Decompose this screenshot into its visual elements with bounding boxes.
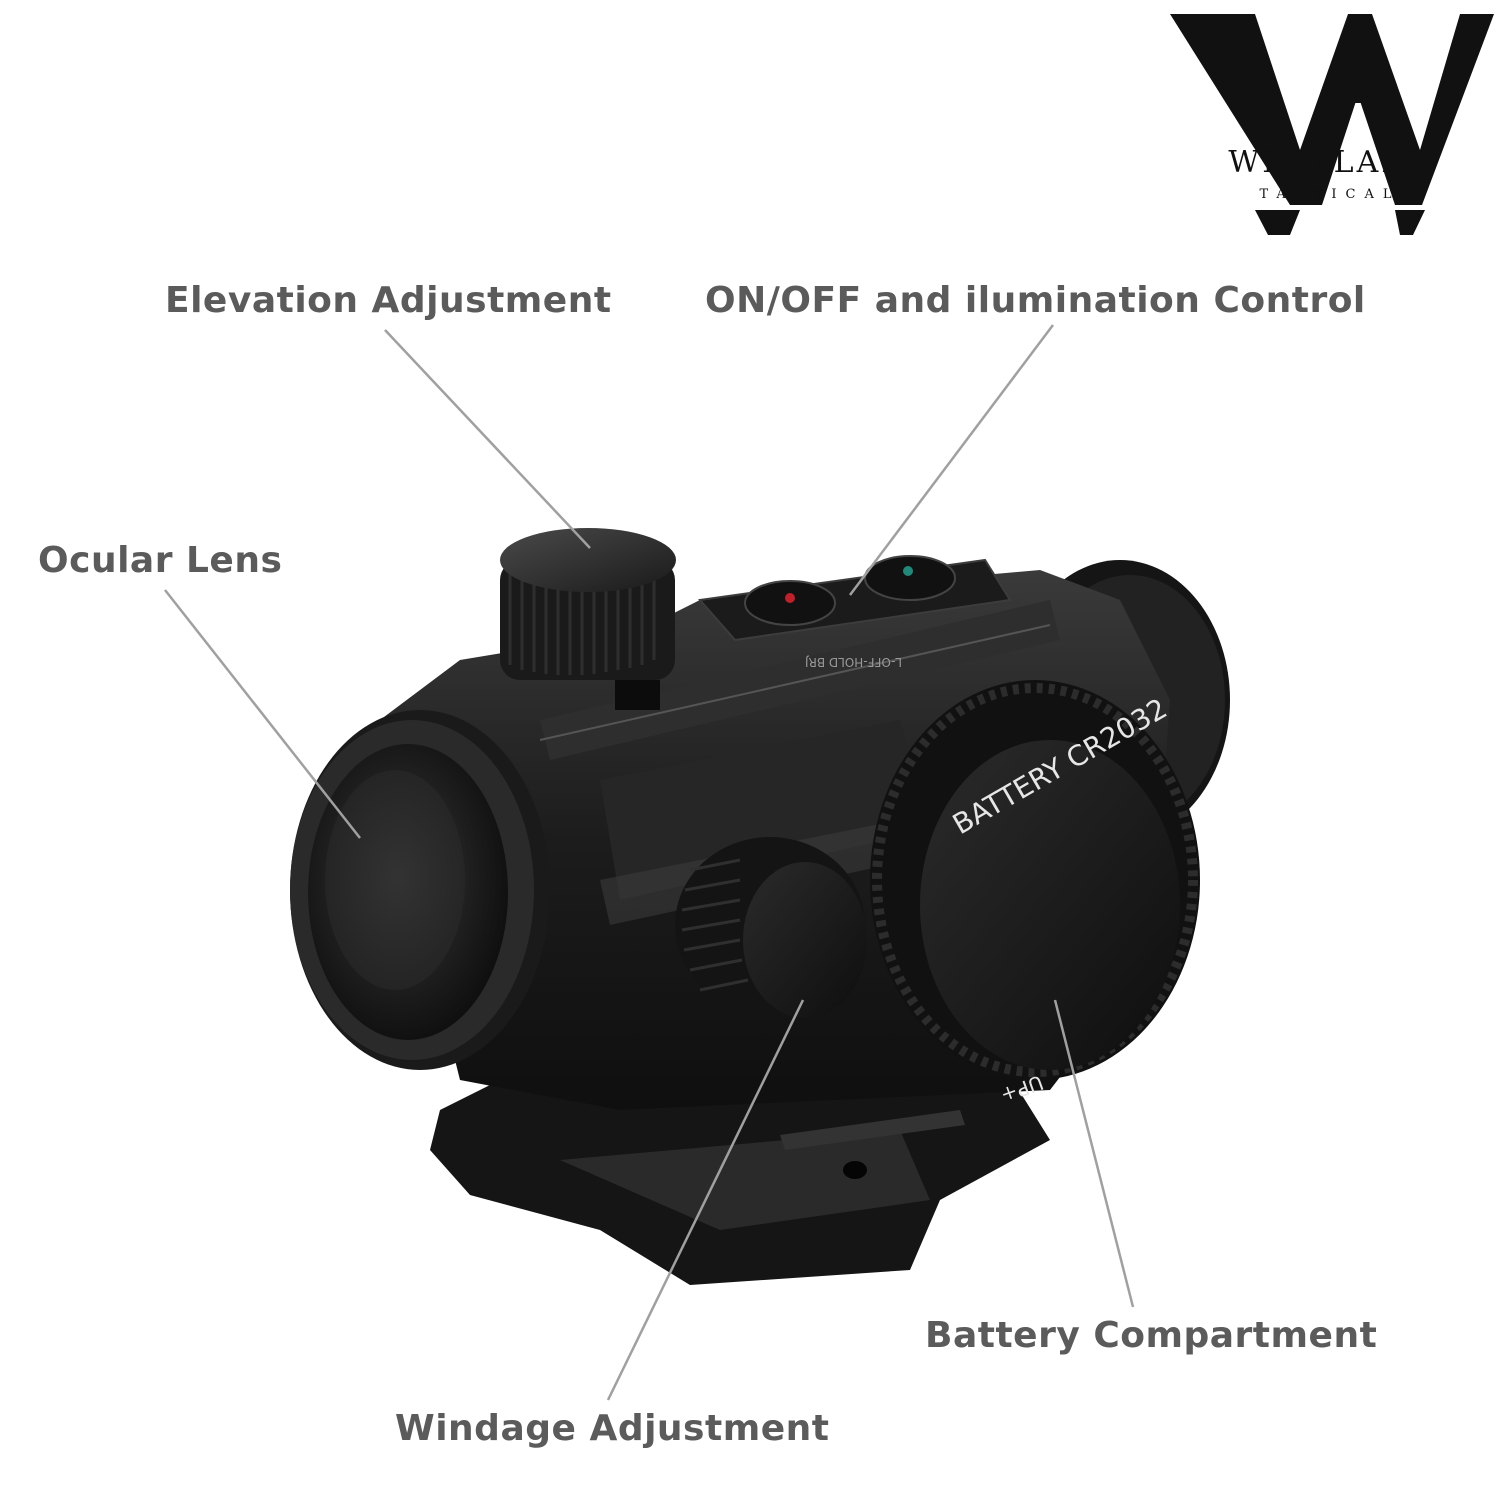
elevation-adjustment-label: Elevation Adjustment	[165, 280, 612, 321]
brand-tagline: TACTICAL	[1259, 187, 1400, 202]
logo-w-mark	[1170, 14, 1494, 205]
windage-leader-line	[606, 999, 805, 1401]
brand-name: WESTLAKE	[1228, 145, 1431, 180]
elevation-knob	[500, 528, 676, 710]
windage-knob	[675, 837, 867, 1018]
westlake-logo: WESTLAKE TACTICAL	[1170, 14, 1494, 235]
ocular-leader-line	[164, 589, 361, 839]
switch-engraving: L-OFF-HOLD BRJ	[805, 655, 902, 669]
elevation-leader-line	[384, 329, 591, 549]
ocular-lens	[290, 710, 550, 1070]
illumination-button-panel: L-OFF-HOLD BRJ	[698, 555, 1012, 669]
ocular-lens-label: Ocular Lens	[38, 540, 283, 581]
battery-compartment: BATTERY CR2032 UP+	[870, 680, 1200, 1108]
battery-leader-line	[1053, 999, 1135, 1308]
onoff-illumination-label: ON/OFF and ilumination Control	[705, 280, 1366, 321]
mount-screw-hole	[843, 1161, 867, 1179]
red-button-dot	[785, 593, 795, 603]
picatinny-mount	[430, 1050, 1050, 1285]
green-button-dot	[903, 566, 913, 576]
windage-adjustment-label: Windage Adjustment	[395, 1408, 830, 1449]
brightness-up-button	[864, 555, 956, 601]
onoff-leader-line	[849, 324, 1054, 596]
leader-lines	[164, 324, 1135, 1401]
battery-compartment-label: Battery Compartment	[925, 1315, 1378, 1356]
deer-icon	[1340, 71, 1372, 103]
